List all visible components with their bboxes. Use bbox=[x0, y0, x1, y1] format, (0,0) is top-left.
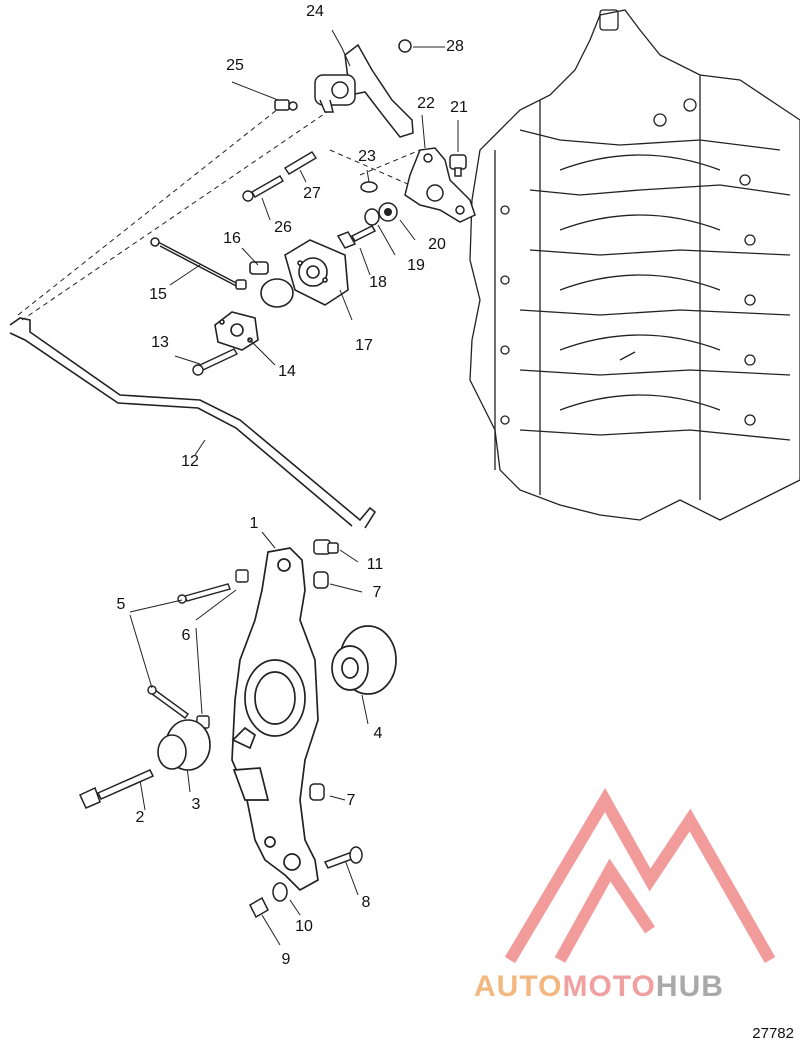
callout-4: 4 bbox=[373, 725, 383, 742]
bushing-7-top bbox=[313, 571, 329, 589]
automotohub-logo bbox=[504, 788, 776, 964]
throttle-cam-lever bbox=[314, 43, 414, 138]
callout-28: 28 bbox=[446, 38, 464, 55]
watermark-moto: MOTO bbox=[562, 970, 656, 1003]
screw-21 bbox=[449, 154, 467, 177]
watermark-auto: AUTO bbox=[474, 970, 563, 1003]
watermark-hub: HUB bbox=[655, 970, 724, 1003]
callout-24: 24 bbox=[306, 3, 324, 20]
watermark-text: AUTOMOTOHUB bbox=[474, 970, 724, 1004]
bearing-20-core bbox=[384, 208, 392, 216]
throttle-arm-1 bbox=[231, 547, 319, 892]
callout-6: 6 bbox=[181, 627, 191, 644]
nut-6-top bbox=[235, 569, 249, 583]
callout-25: 25 bbox=[226, 57, 244, 74]
washer-10 bbox=[272, 882, 288, 902]
sensor-17 bbox=[284, 239, 349, 306]
plate-14 bbox=[214, 311, 259, 351]
screw-26 bbox=[242, 175, 284, 202]
callout-15: 15 bbox=[149, 286, 167, 303]
roller-4 bbox=[331, 625, 397, 695]
clip-23 bbox=[360, 181, 378, 193]
callout-26: 26 bbox=[274, 219, 292, 236]
callout-11: 11 bbox=[366, 556, 384, 573]
callout-3: 3 bbox=[191, 796, 201, 813]
callout-21: 21 bbox=[450, 99, 468, 116]
callout-5: 5 bbox=[116, 596, 126, 613]
callout-23: 23 bbox=[358, 148, 376, 165]
clamp-16 bbox=[249, 261, 294, 308]
callout-17: 17 bbox=[355, 337, 373, 354]
callout-14: 14 bbox=[278, 363, 296, 380]
callout-9: 9 bbox=[281, 951, 291, 968]
washer-19 bbox=[364, 208, 380, 226]
bolt-2 bbox=[79, 769, 155, 809]
callout-22: 22 bbox=[417, 95, 435, 112]
bolt-8 bbox=[323, 846, 363, 869]
callout-20: 20 bbox=[428, 236, 446, 253]
pivot-3 bbox=[157, 719, 211, 771]
callout-27: 27 bbox=[303, 185, 321, 202]
callout-7b: 7 bbox=[346, 792, 356, 809]
engine-block bbox=[469, 9, 800, 521]
screw-13 bbox=[192, 348, 238, 376]
pin-27 bbox=[284, 151, 317, 175]
callout-12: 12 bbox=[181, 453, 199, 470]
callout-2: 2 bbox=[135, 809, 145, 826]
dashed-leaders bbox=[17, 104, 421, 321]
callout-18: 18 bbox=[369, 274, 387, 291]
ball-fitting-25 bbox=[274, 99, 298, 111]
callout-8: 8 bbox=[361, 894, 371, 911]
bolt-18 bbox=[336, 225, 377, 249]
callout-10: 10 bbox=[295, 918, 313, 935]
link-rod-15 bbox=[150, 237, 247, 290]
fitting-11 bbox=[313, 539, 339, 555]
callout-16: 16 bbox=[223, 230, 241, 247]
nut-9 bbox=[249, 896, 269, 919]
callout-13: 13 bbox=[151, 334, 169, 351]
callout-7a: 7 bbox=[372, 584, 382, 601]
figure-number: 27782 bbox=[752, 1025, 794, 1042]
bracket-22 bbox=[404, 147, 476, 223]
callout-1: 1 bbox=[249, 515, 259, 532]
rod-12 bbox=[9, 317, 377, 529]
screw-5-top bbox=[177, 583, 231, 604]
bushing-7-bottom bbox=[309, 783, 325, 801]
screw-5-bottom bbox=[147, 685, 189, 719]
callout-leaders bbox=[129, 29, 459, 946]
callout-19: 19 bbox=[407, 257, 425, 274]
washer-28 bbox=[398, 39, 412, 53]
